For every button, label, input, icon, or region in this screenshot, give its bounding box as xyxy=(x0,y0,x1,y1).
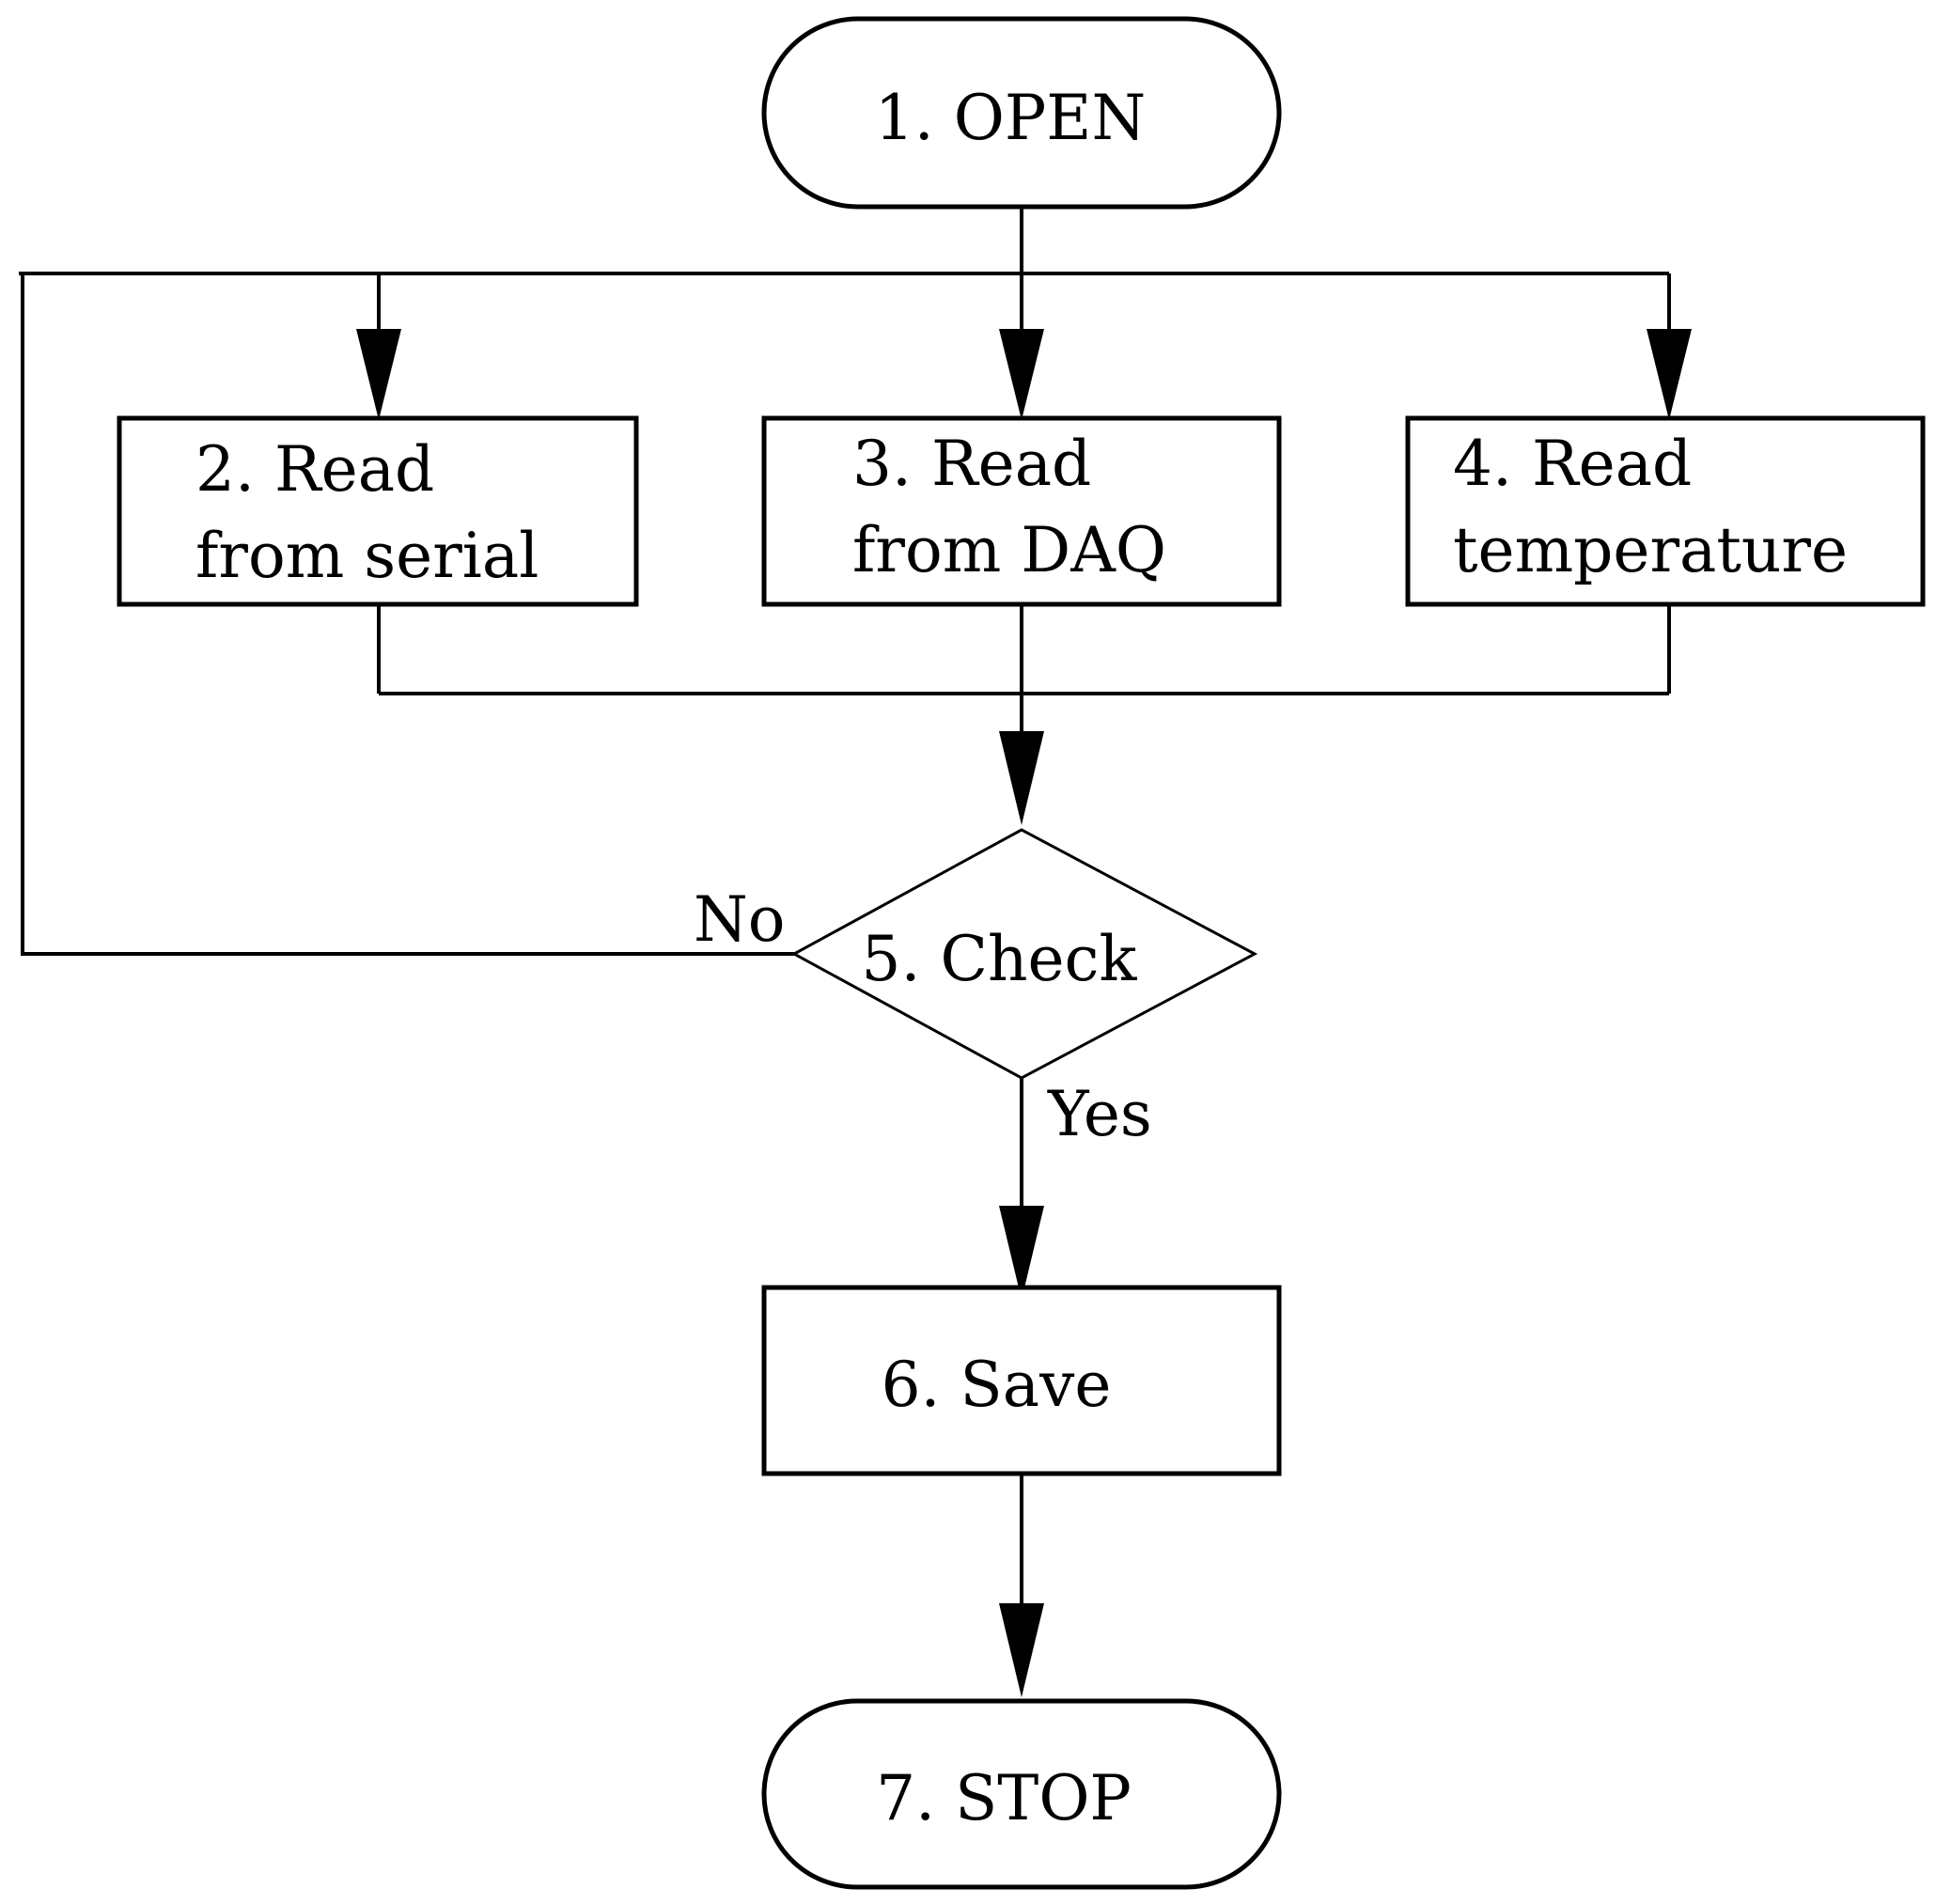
process-read-daq xyxy=(761,415,1282,607)
node-check-label: 5. Check xyxy=(862,923,1138,995)
decision-check xyxy=(790,828,1258,1080)
node-open: 1. OPEN xyxy=(761,16,1282,210)
arrowhead-to-temperature xyxy=(1647,329,1692,420)
branch-label-yes: Yes xyxy=(1047,1078,1152,1150)
arrowhead-to-save xyxy=(999,1206,1044,1300)
node-read-daq-line1: 3. Read xyxy=(852,428,1091,500)
node-read-temperature-line1: 4. Read xyxy=(1453,428,1692,500)
arrowhead-to-check xyxy=(999,731,1044,825)
node-read-daq-line2: from DAQ xyxy=(852,514,1166,586)
node-read-daq: 3. Read from DAQ xyxy=(761,415,1282,607)
branch-label-no: No xyxy=(694,883,786,956)
node-read-serial: 2. Read from serial xyxy=(117,415,639,607)
arrowhead-to-serial xyxy=(356,329,401,420)
connector-no-loopback xyxy=(21,273,794,956)
node-stop-label: 7. STOP xyxy=(876,1762,1132,1834)
node-read-serial-line1: 2. Read xyxy=(195,433,434,506)
process-read-temperature xyxy=(1405,415,1926,607)
node-save: 6. Save xyxy=(761,1285,1282,1476)
arrowhead-to-stop xyxy=(999,1603,1044,1697)
process-save xyxy=(761,1285,1282,1476)
node-read-temperature: 4. Read temperature xyxy=(1405,415,1926,607)
arrowheads xyxy=(356,329,1692,1697)
process-read-serial xyxy=(117,415,639,607)
node-save-label: 6. Save xyxy=(882,1349,1112,1421)
arrowhead-to-daq xyxy=(999,329,1044,420)
terminator-stop xyxy=(761,1698,1282,1890)
node-read-serial-line2: from serial xyxy=(195,520,539,592)
connectors xyxy=(19,207,1671,1616)
node-open-label: 1. OPEN xyxy=(875,82,1146,154)
node-read-temperature-line2: temperature xyxy=(1453,514,1848,586)
node-stop: 7. STOP xyxy=(761,1698,1282,1890)
node-check: 5. Check xyxy=(790,828,1258,1080)
terminator-open xyxy=(761,16,1282,210)
